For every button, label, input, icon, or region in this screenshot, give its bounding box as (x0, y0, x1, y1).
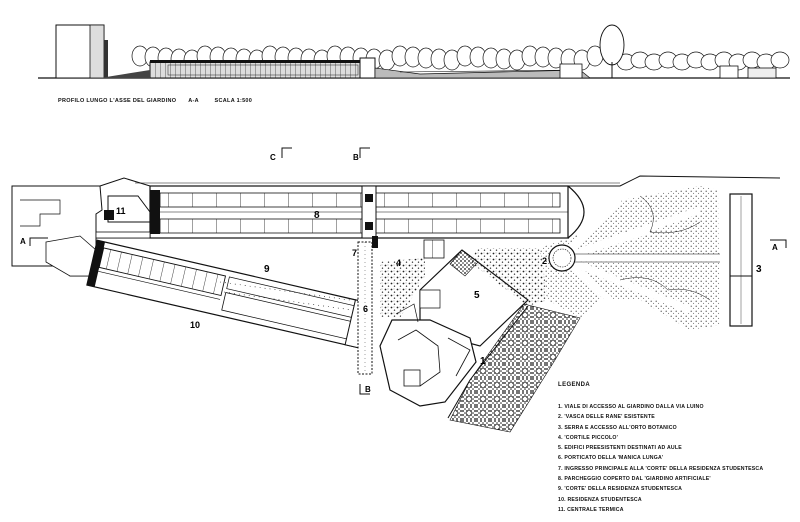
plan-label-2: 2 (542, 256, 547, 266)
plan-label-11: 11 (116, 206, 126, 216)
plan-label-10: 10 (190, 320, 200, 330)
section-label-b-top: B (353, 153, 359, 162)
legend-item: 3. SERRA E ACCESSO ALL'ORTO BOTANICO (558, 424, 677, 431)
section-label-c: C (270, 153, 276, 162)
courtyard-tree-rows (219, 281, 353, 311)
legend-item: 5. EDIFICI PREESISTENTI DESTINATI AD AUL… (558, 445, 682, 452)
plan-label-1: 1 (480, 356, 486, 367)
plan-label-6: 6 (363, 304, 368, 314)
plan-label-3: 3 (756, 264, 762, 275)
small-courtyard-planting (380, 258, 425, 318)
garden-planting-north (470, 248, 548, 306)
section-tag: A-A (188, 98, 199, 104)
legend-item: 9. 'CORTE' DELLA RESIDENZA STUDENTESCA (558, 486, 683, 493)
plan-label-7: 7 (352, 248, 357, 258)
site-plan (11, 147, 787, 433)
legend-item: 8. PARCHEGGIO COPERTO DAL 'GIARDINO ARTI… (558, 476, 711, 483)
legend-item: 7. INGRESSO PRINCIPALE ALLA 'CORTE' DELL… (558, 465, 764, 472)
legend-item: 2. 'VASCA DELLE RANE' ESISTENTE (558, 414, 655, 421)
section-marks (29, 147, 787, 395)
plan-label-9: 9 (264, 264, 270, 275)
section-label-a-left: A (20, 237, 26, 246)
plan-labels: 1 2 3 4 5 6 7 8 9 10 11 A A C B B (20, 153, 778, 394)
legend-item: 1. VIALE DI ACCESSO AL GIARDINO DALLA VI… (558, 404, 704, 410)
legend-item: 10. RESIDENZA STUDENTESCA (558, 496, 642, 503)
legend-item: 4. 'CORTILE PICCOLO' (558, 434, 619, 441)
tall-tree (599, 24, 625, 66)
legend: LEGENDA 1. VIALE DI ACCESSO AL GIARDINO … (558, 382, 763, 515)
student-residence (86, 239, 371, 349)
section-label-b-bottom: B (365, 385, 371, 394)
existing-lecture-buildings (379, 249, 529, 407)
profile-elevation (38, 24, 790, 79)
profile-caption: PROFILO LUNGO L'ASSE DEL GIARDINO (58, 98, 177, 104)
elevation-tree (770, 51, 790, 69)
plan-label-5: 5 (474, 290, 480, 301)
plan-label-4: 4 (396, 258, 401, 268)
legend-title: LEGENDA (558, 382, 591, 388)
legend-item: 6. PORTICATO DELLA 'MANICA LUNGA' (558, 455, 664, 462)
scale-text: SCALA 1:500 (214, 98, 253, 104)
botanic-garden (540, 186, 720, 330)
heating-plant (107, 195, 151, 223)
plan-label-8: 8 (314, 210, 320, 221)
legend-item: 11. CENTRALE TERMICA (558, 506, 624, 513)
section-label-a-right: A (772, 243, 778, 252)
tree-row (131, 45, 790, 71)
